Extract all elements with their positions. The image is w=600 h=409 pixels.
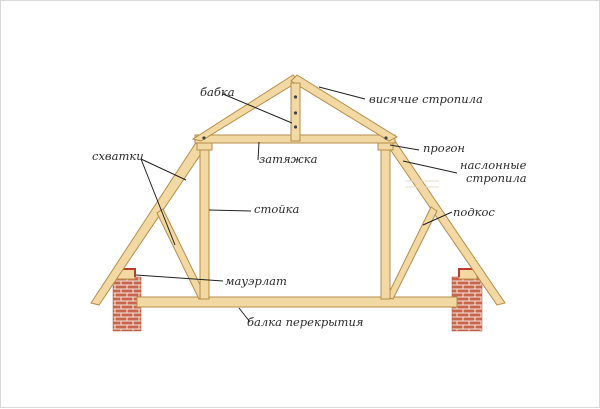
label-podkos: подкос <box>453 205 495 219</box>
left-brick-wall <box>112 276 142 332</box>
leader-mauerlat <box>135 274 224 282</box>
leader-visyachie <box>318 86 366 100</box>
label-zatyazhka: затяжка <box>259 152 318 166</box>
hanging-rafter-right <box>290 74 399 142</box>
metal-bracket-right <box>458 268 477 277</box>
label-mauerlat: мауэрлат <box>225 274 287 288</box>
leader-babka <box>222 93 293 124</box>
leader-podkos <box>422 211 453 226</box>
leader-stoyka <box>208 209 252 212</box>
label-stoyka: стойка <box>254 202 300 216</box>
post-right <box>380 146 391 300</box>
leader-skhvatki-2 <box>140 158 176 246</box>
floor-beam <box>136 296 458 308</box>
label-progon: прогон <box>423 141 465 155</box>
label-babka: бабка <box>200 85 235 99</box>
leader-balka <box>238 307 251 323</box>
leader-zatyazhka <box>257 141 260 161</box>
strut-left <box>156 208 207 300</box>
leader-progon <box>389 144 420 151</box>
label-skhvatki: схватки <box>92 149 144 163</box>
leader-naslonnye <box>402 160 458 174</box>
post-left <box>199 146 210 300</box>
label-naslonnye-line1: наслонные <box>460 158 527 172</box>
leader-skhvatki-1 <box>140 158 187 181</box>
label-visyachie: висячие стропила <box>369 92 483 106</box>
strut-right <box>386 206 438 300</box>
label-balka: балка перекрытия <box>247 315 363 329</box>
label-naslonnye-line2: стропила <box>466 171 527 185</box>
